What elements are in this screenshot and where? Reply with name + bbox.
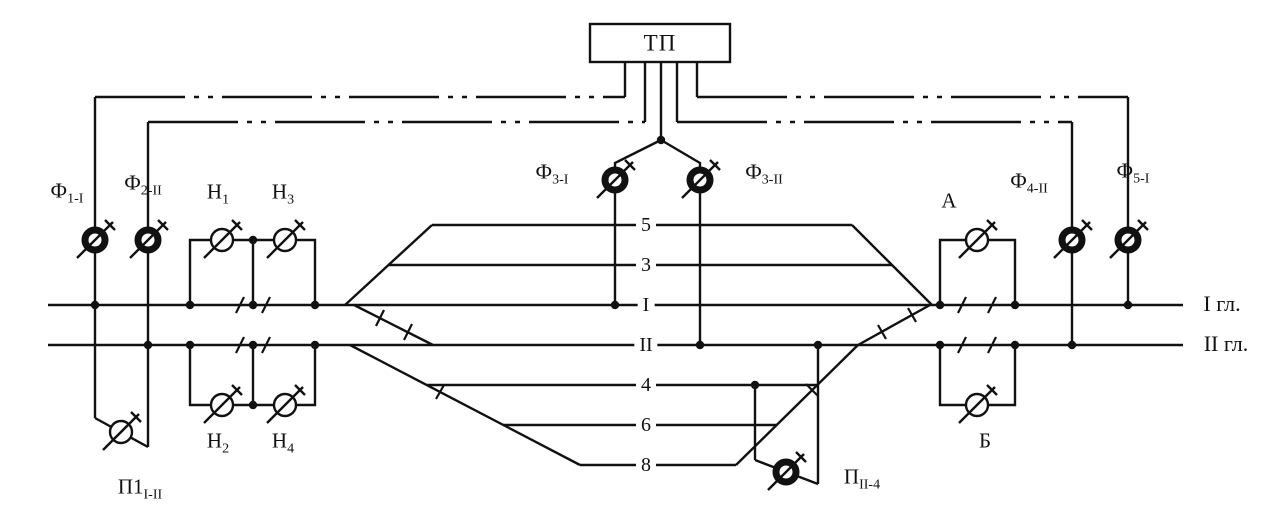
label-track-6: 6	[636, 415, 656, 435]
label-track-4: 4	[636, 375, 656, 395]
gap-crossover-right-2	[907, 307, 917, 323]
connection-dots	[90, 135, 1133, 410]
disconnector-f2	[129, 219, 169, 259]
label-disconnector-h4: Н4	[271, 428, 295, 457]
gap-track-II-right-1	[957, 336, 967, 354]
label-disconnector-a: А	[941, 188, 957, 213]
throat-diagonal-lower-right	[735, 344, 859, 466]
label-connector-p1: П1I-II	[117, 474, 163, 503]
gap-track-II-left-2	[261, 336, 271, 354]
label-disconnector-b: Б	[978, 428, 992, 453]
label-feeder-f3ii: Ф3-II	[745, 159, 783, 188]
throat-diagonal-upper-left	[344, 224, 433, 306]
gap-track-II-left-1	[235, 336, 245, 354]
feeder-disconnectors	[76, 159, 1149, 491]
disconnector-f4	[1053, 219, 1093, 259]
label-track-3: 3	[636, 255, 656, 275]
label-track-II: II	[634, 335, 658, 355]
disconnector-b	[958, 384, 998, 424]
bypass-group-left	[188, 238, 317, 407]
feeder-f3ii-drop	[660, 138, 702, 345]
disconnector-a	[958, 219, 998, 259]
throat-diagonal-upper-right	[851, 224, 933, 306]
disconnector-f1	[76, 219, 116, 259]
disconnector-f3i	[596, 159, 636, 199]
bypass-group-right	[938, 238, 1017, 407]
disconnector-f3ii	[681, 159, 721, 199]
label-feeder-f1: Ф1-I	[50, 178, 84, 207]
label-track-I: I	[637, 295, 655, 315]
gap-crossover-right-1	[877, 324, 887, 340]
section-insulators	[235, 296, 997, 400]
label-feeder-f2: Ф2-II	[124, 170, 162, 199]
label-feeder-f3i: Ф3-I	[535, 159, 569, 188]
gap-crossover-left-2	[403, 323, 413, 341]
crossover-left	[353, 303, 434, 347]
disconnector-h1	[203, 219, 243, 259]
label-main-track-II: II гл.	[1203, 331, 1249, 356]
sectioning-disconnectors	[102, 219, 998, 451]
substation-label: ТП	[643, 30, 677, 56]
substation-box	[588, 22, 732, 140]
disconnector-h4	[266, 384, 306, 424]
label-connector-p24: ПII-4	[843, 464, 881, 493]
label-disconnector-h3: Н3	[271, 179, 295, 208]
gap-diagonal-lower-right	[805, 383, 819, 397]
disconnector-p24	[767, 451, 807, 491]
disconnector-h2	[203, 384, 243, 424]
label-disconnector-h2: Н2	[206, 428, 230, 457]
throat-diagonal-lower-left	[349, 343, 581, 467]
label-main-track-I: I гл.	[1203, 291, 1241, 316]
label-track-5: 5	[636, 215, 656, 235]
gap-track-I-right-1	[957, 296, 967, 314]
label-disconnector-h1: Н1	[206, 179, 230, 208]
label-feeder-f4: Ф4-II	[1010, 168, 1048, 197]
feeder-f3i-drop	[613, 138, 662, 305]
disconnector-h3	[266, 219, 306, 259]
gap-track-I-left-1	[235, 296, 245, 314]
gap-track-II-right-2	[987, 336, 997, 354]
gap-track-I-right-2	[987, 296, 997, 314]
label-track-8: 8	[636, 455, 656, 475]
gap-diagonal-lower-left	[435, 384, 445, 400]
disconnector-p1	[102, 411, 142, 451]
gap-crossover-left-1	[375, 309, 385, 327]
gap-track-I-left-2	[261, 296, 271, 314]
disconnector-f5	[1109, 219, 1149, 259]
label-feeder-f5: Ф5-I	[1116, 158, 1150, 187]
crossover-right	[857, 303, 931, 347]
feeder-buses	[95, 95, 1128, 124]
